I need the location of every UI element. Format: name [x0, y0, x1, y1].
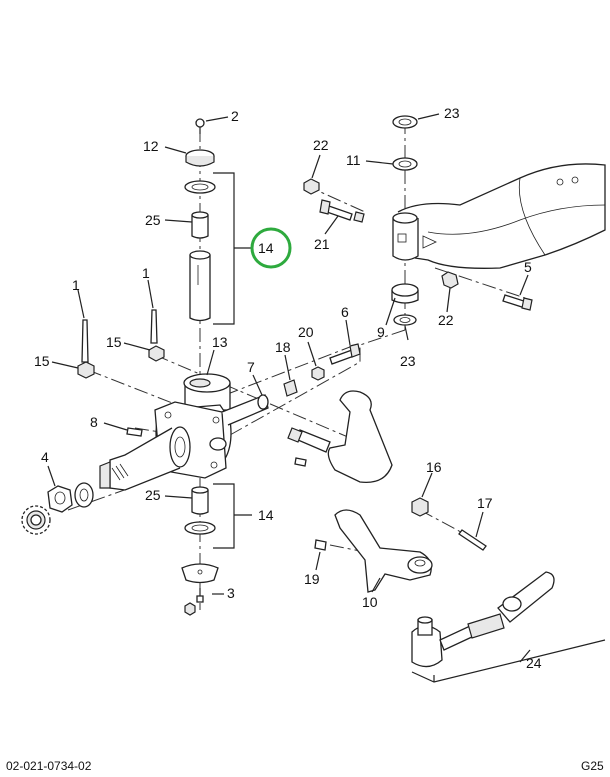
callout-23-top: 23	[444, 105, 460, 121]
callout-25-bottom: 25	[145, 487, 161, 503]
thrust-bearing-9	[391, 283, 419, 304]
callout-22-bottom: 22	[438, 312, 454, 328]
nut-22-top	[303, 178, 320, 195]
callout-25-top: 25	[145, 212, 161, 228]
bolt-6	[329, 343, 361, 365]
cap-12	[185, 149, 215, 167]
callout-1-left: 1	[72, 277, 80, 293]
callout-9: 9	[377, 324, 385, 340]
bushing-25-top	[191, 211, 209, 239]
callout-23-bottom: 23	[400, 353, 416, 369]
callout-11: 11	[346, 152, 361, 168]
lower-kingpin-stack	[181, 483, 252, 616]
callout-17: 17	[477, 495, 493, 511]
lower-cap	[181, 563, 219, 584]
callout-14-top: 14	[258, 240, 274, 256]
nut-16	[411, 497, 429, 517]
callout-3: 3	[227, 585, 235, 601]
cotter-1-mid	[150, 309, 158, 344]
king-pin	[189, 250, 211, 322]
callout-8: 8	[90, 414, 98, 430]
thrust-washer-bottom	[184, 521, 216, 535]
callout-16: 16	[426, 459, 442, 475]
steering-arm-10	[334, 509, 433, 593]
seal-11	[392, 157, 418, 171]
cotter-17	[458, 529, 487, 551]
callout-7: 7	[247, 359, 255, 375]
upper-kingpin-stack	[184, 118, 252, 325]
callout-6: 6	[341, 304, 349, 320]
nut-22-bottom	[441, 271, 459, 289]
grease-fitting	[184, 602, 196, 616]
bolt-5	[502, 294, 533, 311]
leader-lines	[47, 113, 606, 683]
centerlines	[67, 120, 526, 610]
cotter-1-left	[81, 319, 89, 363]
bushing-18	[283, 379, 298, 397]
nut-15-mid	[148, 345, 165, 362]
pin-8	[126, 427, 143, 437]
callout-20: 20	[298, 324, 314, 340]
bracket-14-bottom	[213, 483, 235, 549]
callout-14-bottom: 14	[258, 507, 274, 523]
tone-ring	[21, 505, 51, 535]
callout-24: 24	[526, 655, 542, 671]
callout-1-mid: 1	[142, 265, 150, 281]
nut-15-left	[77, 361, 95, 379]
axle-beam	[392, 163, 606, 269]
tie-rod-end-24	[411, 571, 555, 668]
callout-21: 21	[314, 236, 330, 252]
washer-23-top	[392, 115, 418, 129]
bolt-3	[196, 588, 204, 603]
callout-5: 5	[524, 259, 532, 275]
bracket-14-top	[213, 172, 235, 325]
spindle-nut-4	[47, 485, 73, 513]
pitman-arm	[287, 390, 393, 484]
page-code: G25	[581, 759, 604, 773]
washer-7	[257, 394, 269, 410]
screw-2	[195, 118, 205, 134]
key-19	[314, 539, 327, 551]
callout-2: 2	[231, 108, 239, 124]
callout-15-mid: 15	[106, 334, 122, 350]
callout-10: 10	[362, 594, 378, 610]
washer-23-bottom	[393, 314, 417, 326]
highlight-circle	[250, 227, 292, 269]
steering-knuckle	[99, 373, 269, 491]
callout-22-top: 22	[313, 137, 329, 153]
bolt-21	[319, 199, 365, 223]
nut-20	[311, 366, 325, 381]
thrust-washer-top	[184, 180, 216, 194]
callout-19: 19	[304, 571, 320, 587]
callout-15-left: 15	[34, 353, 50, 369]
bushing-25-bottom	[191, 486, 209, 515]
callout-18: 18	[275, 339, 291, 355]
washer	[74, 482, 94, 508]
callout-labels: 2 12 25 14 1 1 15 15 13 7 18 20 6 8 4 25…	[34, 105, 542, 671]
callout-13: 13	[212, 334, 228, 350]
callout-12: 12	[143, 138, 159, 154]
callout-4: 4	[41, 449, 49, 465]
drawing-number: 02-021-0734-02	[6, 759, 92, 773]
